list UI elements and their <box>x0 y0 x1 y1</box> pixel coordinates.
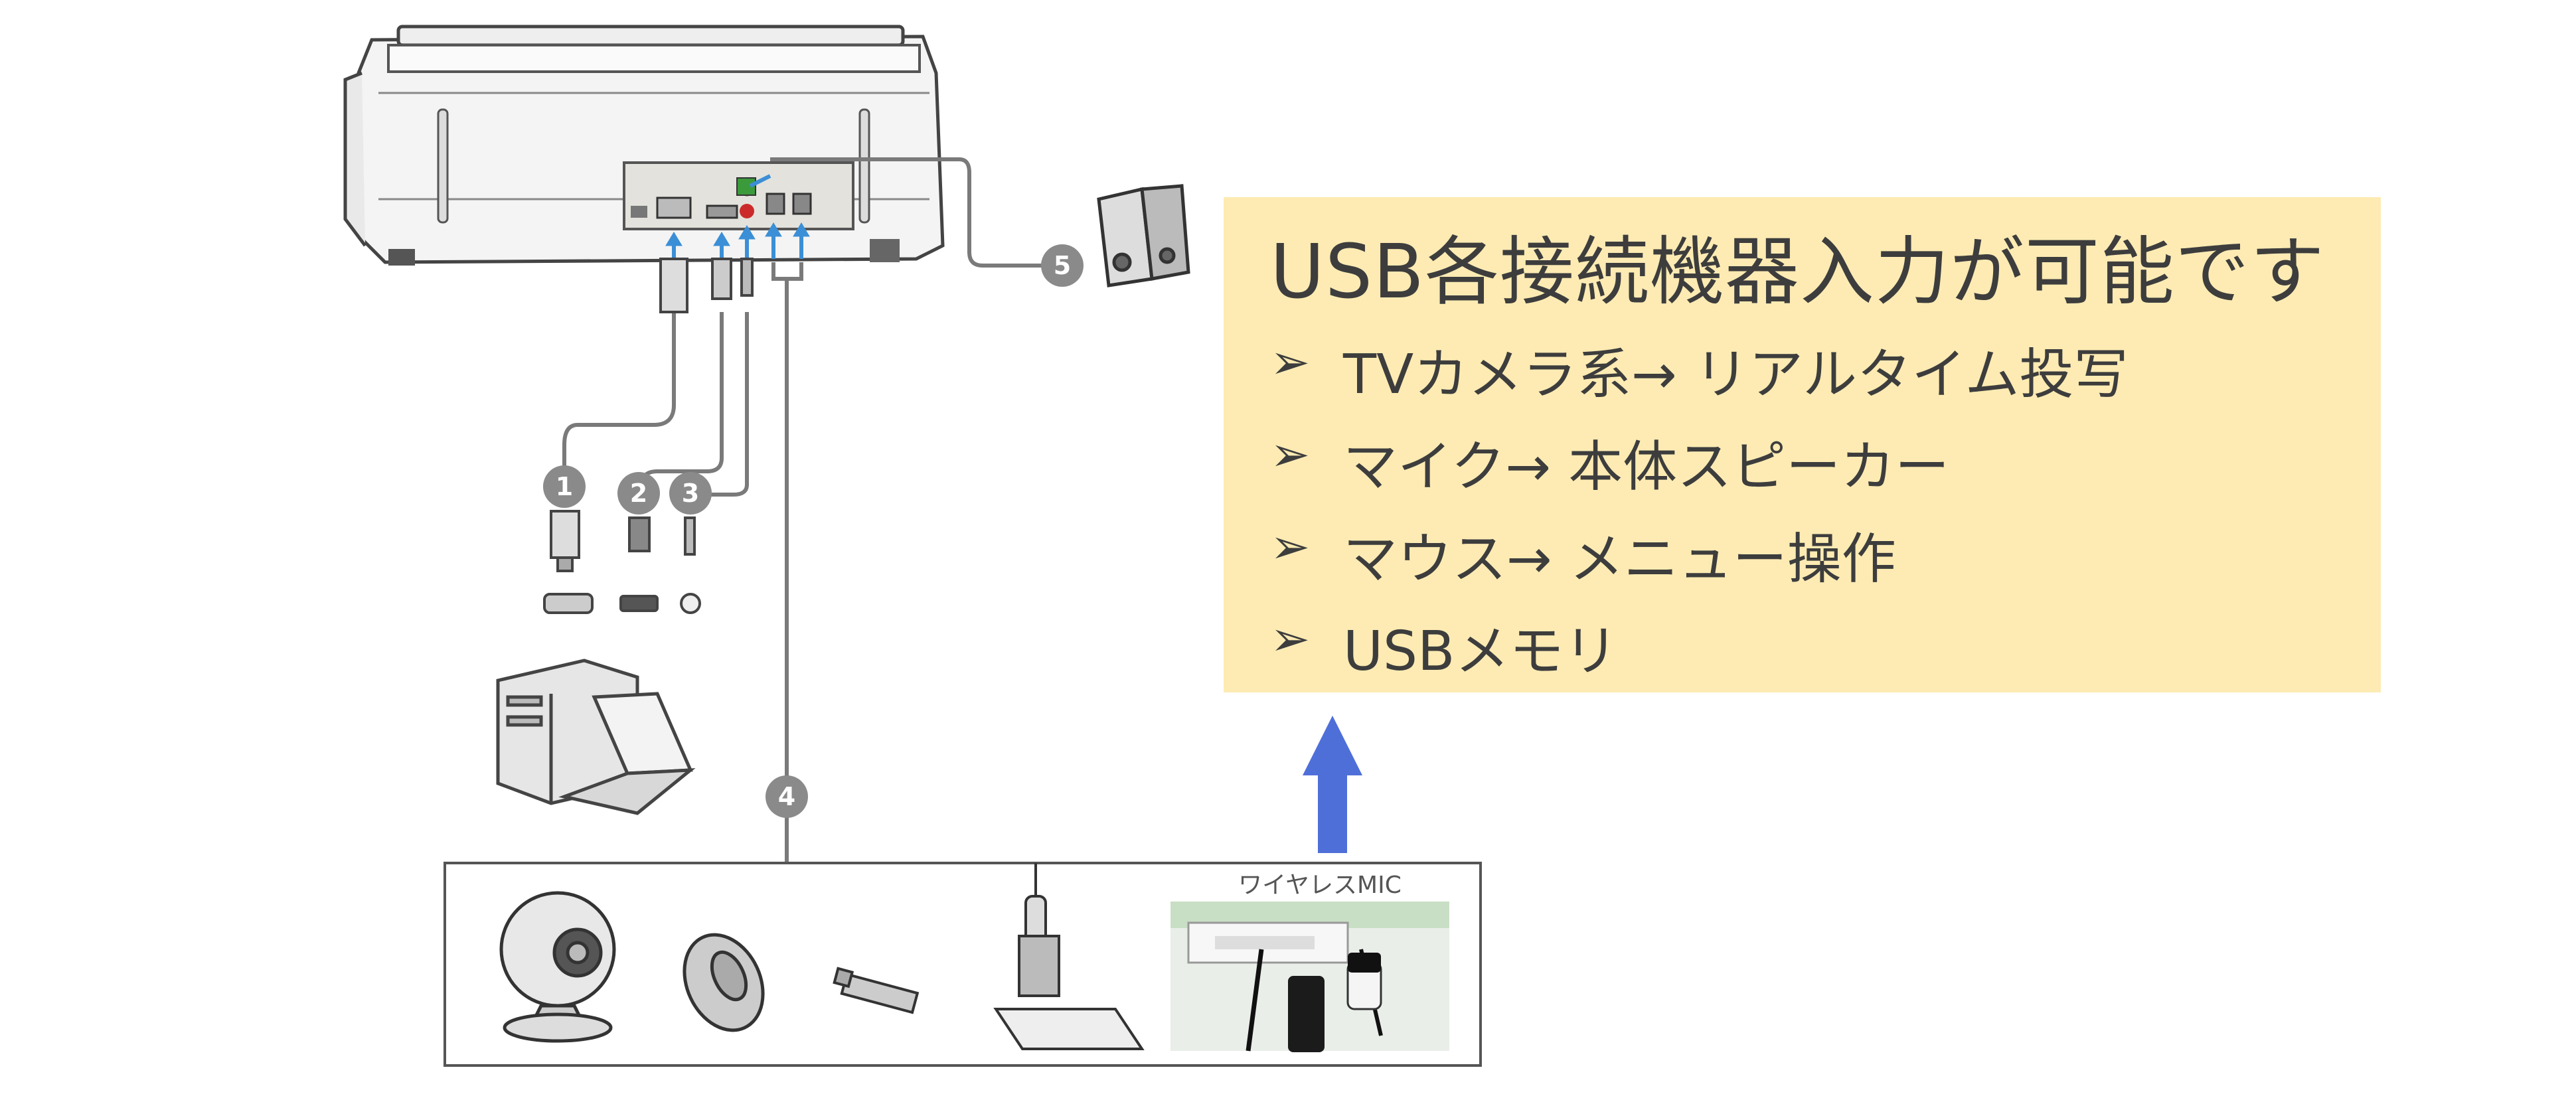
computer-illustration <box>496 659 696 815</box>
list-item-text: マイク→ 本体スピーカー <box>1343 435 1950 499</box>
badge-3: 3 <box>669 472 712 514</box>
list-item-text: マウス→ メニュー操作 <box>1343 528 1896 591</box>
cables <box>562 157 1062 863</box>
list-item-text: USBメモリ <box>1343 620 1619 683</box>
microscope-icon <box>993 863 1145 1050</box>
vga-connector-icon <box>543 510 594 614</box>
svg-text:5: 5 <box>1054 251 1071 280</box>
list-item: ➢ マウス→ メニュー操作 <box>1270 514 2129 607</box>
svg-text:3: 3 <box>682 479 699 508</box>
wireless-mic-photo <box>1170 902 1449 1052</box>
list-item: ➢ マイク→ 本体スピーカー <box>1270 422 2129 514</box>
webcam-icon <box>499 891 616 1043</box>
usb-callout-box: USB各接続機器入力が可能です ➢ TVカメラ系→ リアルタイム投写 ➢ マイク… <box>1224 197 2381 692</box>
port-arrows <box>665 174 810 259</box>
wireless-mic-label: ワイヤレスMIC <box>1238 872 1402 899</box>
badge-4: 4 <box>765 775 808 818</box>
svg-text:4: 4 <box>778 782 795 811</box>
callout-title: USB各接続機器入力が可能です <box>1270 229 2325 315</box>
bullet-arrow-icon: ➢ <box>1270 334 1311 390</box>
audio-connector-icon <box>680 516 701 614</box>
list-item: ➢ USBメモリ <box>1270 607 2129 699</box>
up-arrow-icon <box>1303 716 1362 853</box>
callout-list: ➢ TVカメラ系→ リアルタイム投写 ➢ マイク→ 本体スピーカー ➢ マウス→… <box>1270 330 2129 699</box>
list-item: ➢ TVカメラ系→ リアルタイム投写 <box>1270 330 2129 422</box>
badge-1: 1 <box>543 465 586 508</box>
svg-text:1: 1 <box>556 472 573 501</box>
list-item-text: TVカメラ系→ リアルタイム投写 <box>1343 343 2129 406</box>
hdmi-connector-icon <box>619 516 659 612</box>
usb-stick-icon <box>833 967 920 1014</box>
speakers-illustration <box>1097 184 1190 287</box>
bullet-arrow-icon: ➢ <box>1270 426 1311 482</box>
badge-2: 2 <box>617 472 660 514</box>
bullet-arrow-icon: ➢ <box>1270 518 1311 574</box>
badge-5: 5 <box>1041 244 1084 287</box>
projector-illustration <box>343 25 945 266</box>
cable-plugs <box>659 258 754 313</box>
svg-text:2: 2 <box>630 479 647 508</box>
bullet-arrow-icon: ➢ <box>1270 611 1311 667</box>
mouse-icon <box>683 933 765 1032</box>
